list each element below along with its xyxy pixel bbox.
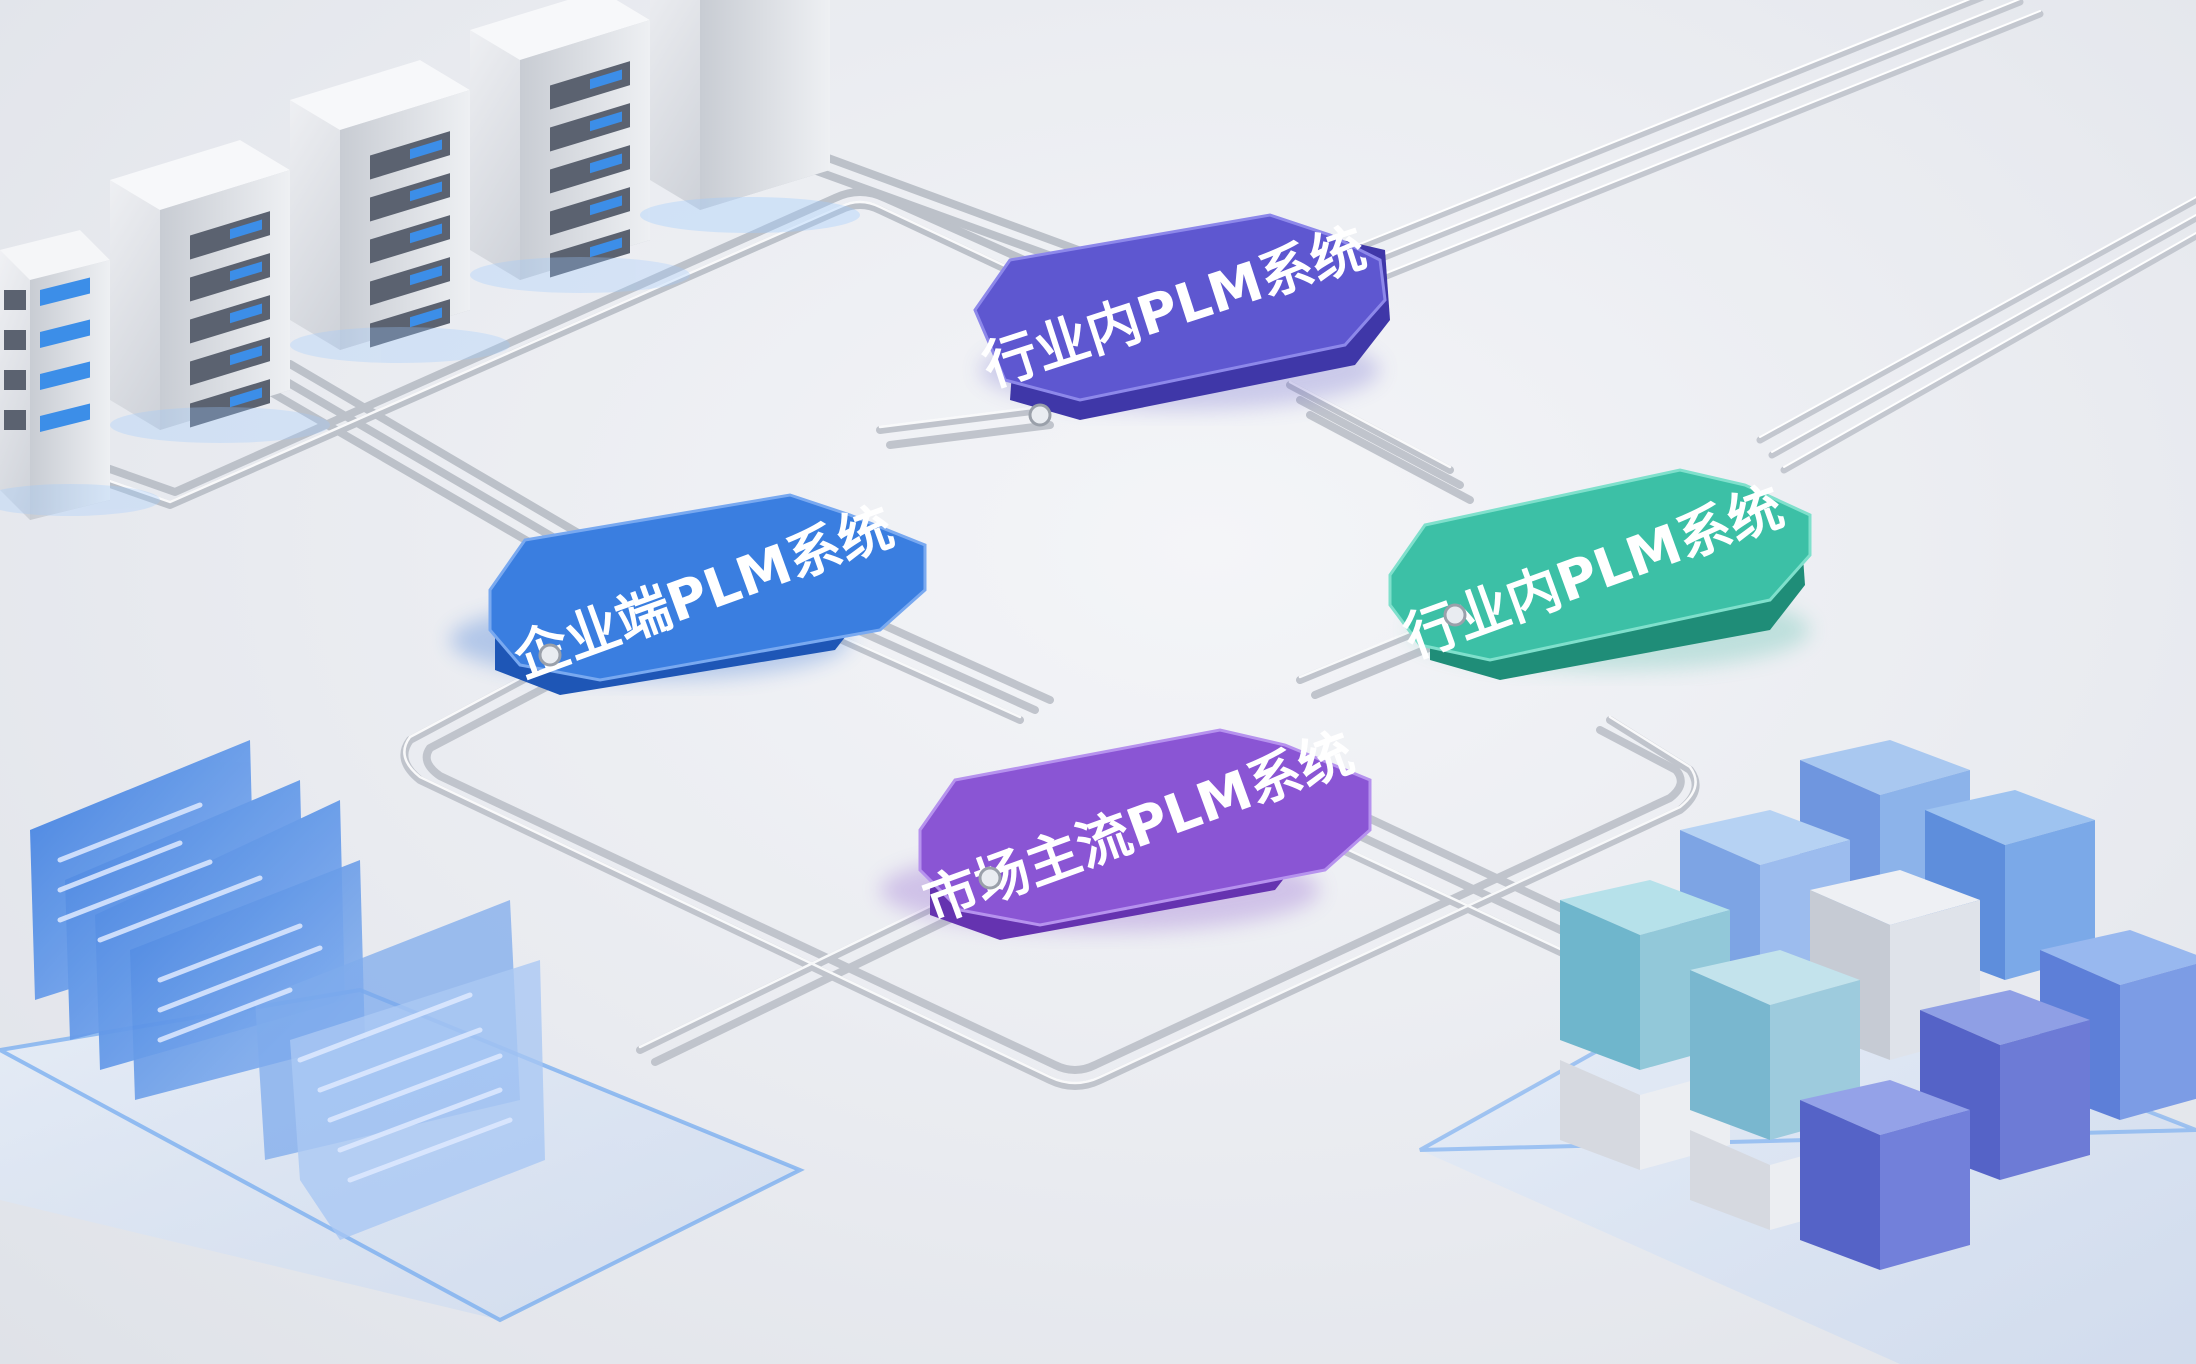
plm-node-market[interactable]: 市场主流PLM系统 — [880, 721, 1372, 940]
document-stack-icon — [0, 740, 805, 1323]
server-rack-icon — [0, 0, 860, 520]
data-cube-grid-icon — [1419, 740, 2196, 1364]
plm-node-enterprise[interactable]: 企业端PLM系统 — [450, 493, 927, 695]
plm-node-industry-right[interactable]: 行业内PLM系统 — [1388, 468, 1812, 680]
connection-pipes — [66, 0, 2196, 1090]
plm-node-industry-top[interactable]: 行业内PLM系统 — [973, 213, 1390, 427]
